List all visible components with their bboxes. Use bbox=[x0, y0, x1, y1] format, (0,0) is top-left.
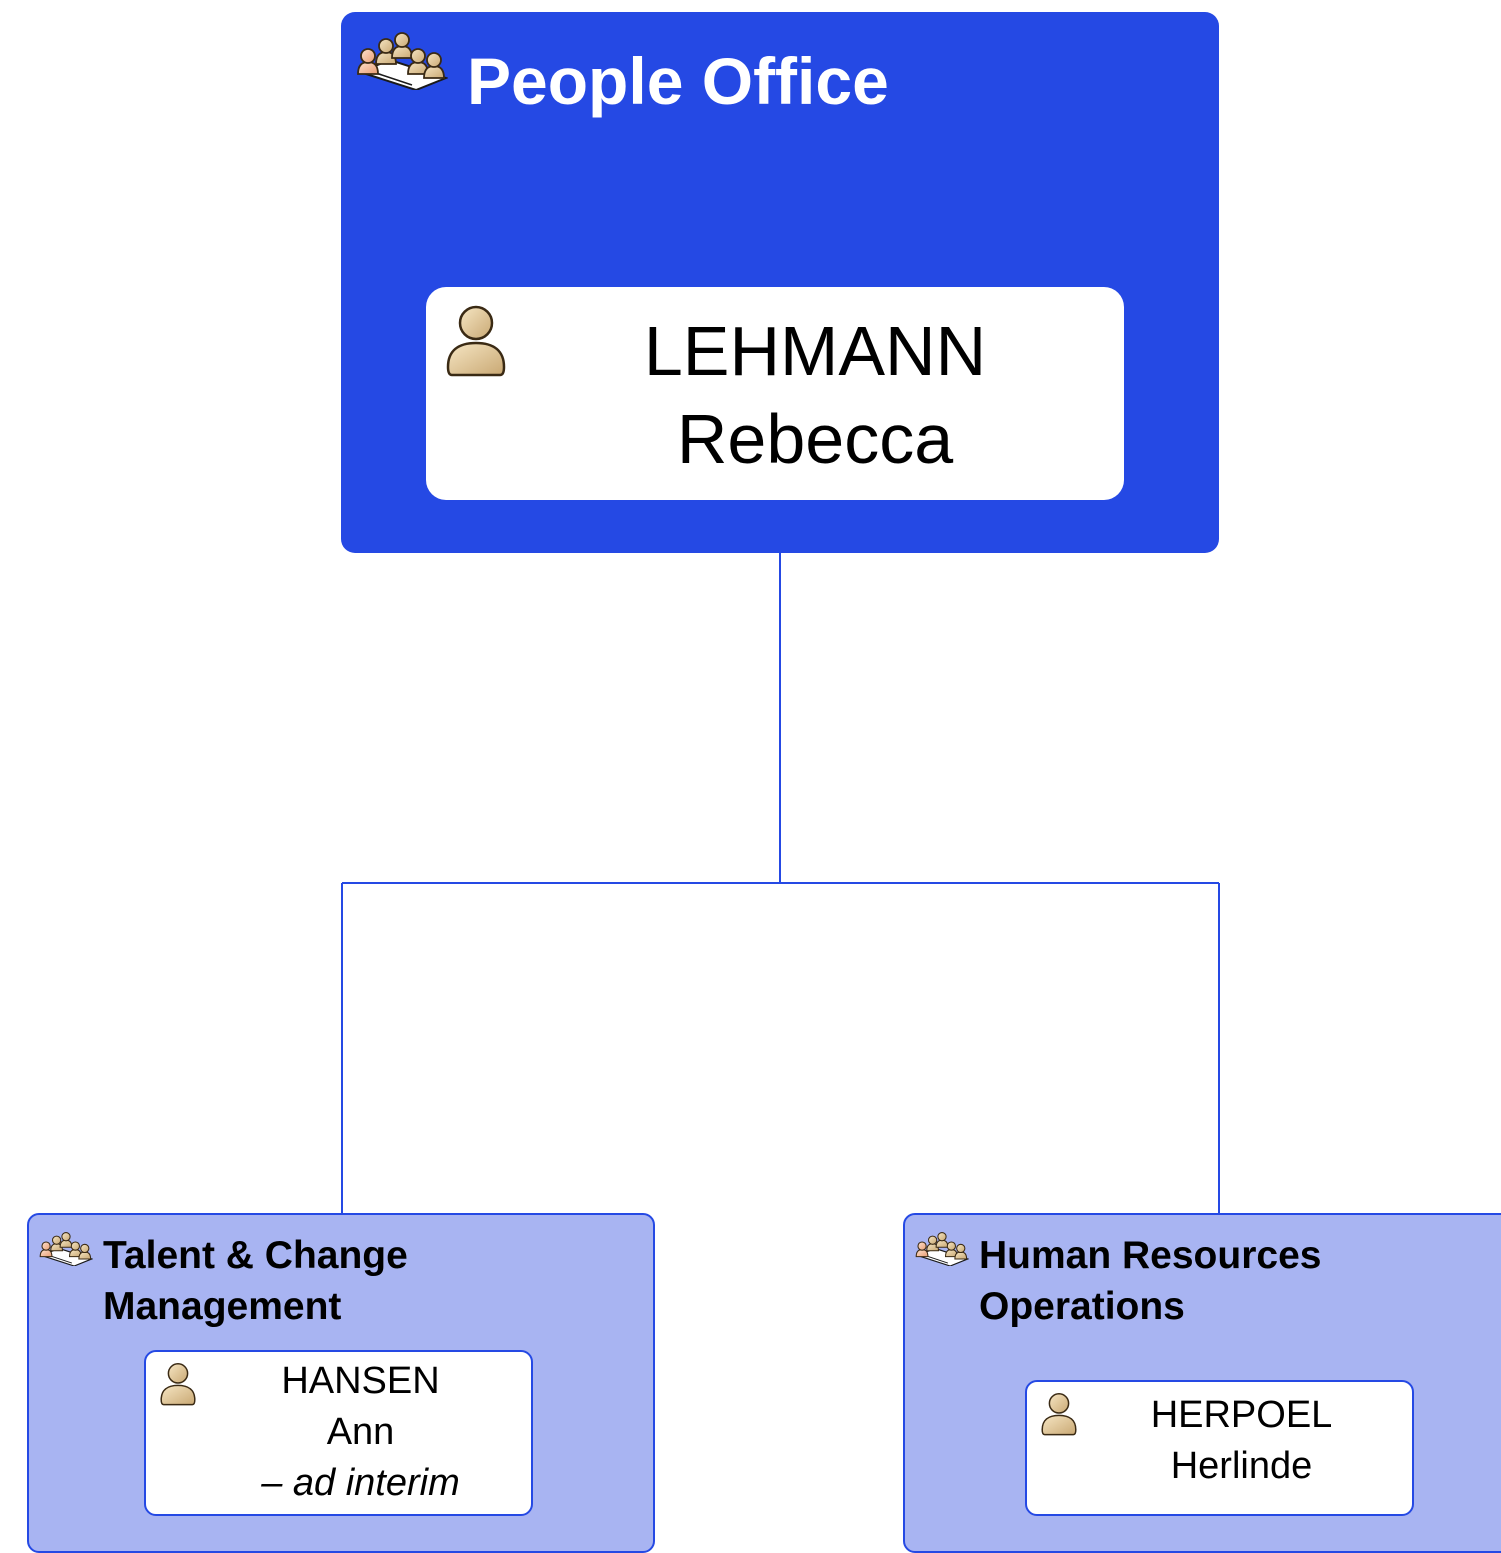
person-given-name: Ann bbox=[326, 1411, 395, 1453]
person-given-name: Herlinde bbox=[1170, 1445, 1313, 1487]
org-unit-talent-change-management[interactable]: Talent & Change Management HANSEN Ann – … bbox=[27, 1213, 655, 1553]
person-surname: LEHMANN bbox=[643, 312, 987, 390]
unit-title: Human Resources Operations bbox=[979, 1234, 1322, 1328]
person-card-lehmann[interactable]: LEHMANN Rebecca bbox=[426, 287, 1124, 500]
org-unit-people-office[interactable]: People Office LEHMANN Rebecca bbox=[341, 12, 1219, 553]
person-given-name: Rebecca bbox=[676, 400, 954, 478]
person-surname: HANSEN bbox=[281, 1360, 440, 1402]
person-card-herpoel[interactable]: HERPOEL Herlinde bbox=[1025, 1380, 1414, 1516]
person-name: LEHMANN Rebecca bbox=[506, 307, 1124, 483]
unit-title: Talent & Change Management bbox=[103, 1234, 408, 1328]
person-surname: HERPOEL bbox=[1150, 1394, 1333, 1436]
person-icon bbox=[446, 301, 506, 377]
person-role-note: – ad interim bbox=[261, 1462, 460, 1504]
people-group-icon bbox=[356, 32, 448, 90]
person-card-hansen[interactable]: HANSEN Ann – ad interim bbox=[144, 1350, 533, 1516]
unit-title: People Office bbox=[467, 44, 889, 118]
people-group-icon bbox=[914, 1232, 970, 1266]
person-name: HERPOEL Herlinde bbox=[1071, 1390, 1412, 1492]
person-name: HANSEN Ann – ad interim bbox=[190, 1356, 531, 1509]
people-group-icon bbox=[38, 1232, 94, 1266]
org-unit-human-resources-operations[interactable]: Human Resources Operations HERPOEL Herli… bbox=[903, 1213, 1501, 1553]
